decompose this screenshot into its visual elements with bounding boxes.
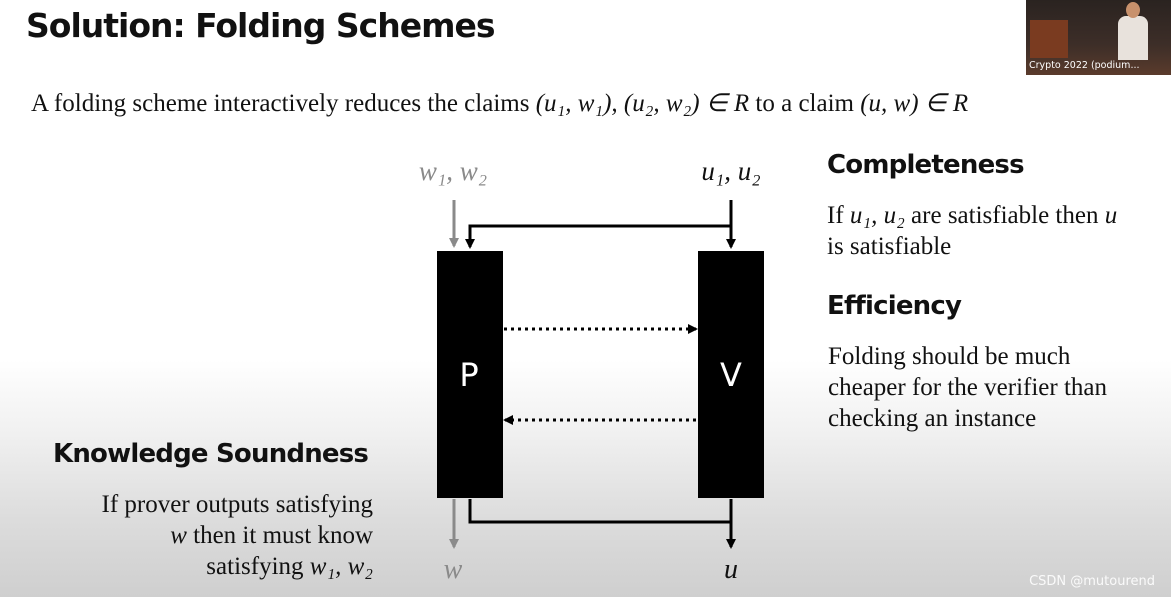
ks-line-2-rest: then it must know	[186, 522, 373, 549]
ks-line-3: satisfying w₁, w₂	[40, 551, 373, 582]
ks-vars: w₁, w₂	[309, 553, 373, 580]
knowledge-soundness-heading: Knowledge Soundness	[53, 439, 369, 469]
speaker-video-thumbnail[interactable]: Crypto 2022 (podium...	[1026, 0, 1171, 75]
efficiency-line-3: checking an instance	[828, 405, 1037, 432]
ks-line-1: If prover outputs satisfying	[101, 491, 373, 518]
prover-label: P	[459, 356, 478, 394]
slide-title: Solution: Folding Schemes	[26, 6, 496, 45]
completeness-vars: u₁, u₂	[849, 202, 905, 229]
slide-subtitle: A folding scheme interactively reduces t…	[31, 88, 968, 118]
instance-inputs-label: u₁, u₂	[701, 156, 760, 186]
completeness-u: u	[1104, 202, 1118, 229]
instance-output-label: u	[724, 554, 738, 585]
instance-input-arrow-p	[465, 224, 731, 249]
completeness-line-1: If u₁, u₂ are satisfiable then u	[827, 200, 1167, 231]
ks-line-2: w then it must know	[40, 520, 373, 551]
prover-box	[437, 251, 503, 498]
verifier-box	[698, 251, 764, 498]
completeness-if: If	[827, 202, 850, 229]
efficiency-text: Folding should be much cheaper for the v…	[828, 341, 1168, 434]
podium-shape	[1030, 20, 1068, 58]
verifier-label: V	[720, 356, 742, 394]
completeness-line-2: is satisfiable	[827, 233, 952, 260]
ks-w: w	[170, 522, 187, 549]
subtitle-middle: to a claim	[749, 90, 861, 117]
efficiency-line-1: Folding should be much	[828, 343, 1071, 370]
completeness-text: If u₁, u₂ are satisfiable then u is sati…	[827, 200, 1167, 262]
speaker-body-shape	[1118, 16, 1148, 60]
video-caption: Crypto 2022 (podium...	[1029, 60, 1140, 71]
subtitle-claims: (u₁, w₁), (u₂, w₂) ∈ R	[535, 90, 750, 117]
csdn-watermark: CSDN @mutourend	[1029, 574, 1155, 589]
subtitle-prefix: A folding scheme interactively reduces t…	[31, 90, 536, 117]
witness-inputs-label: w₁, w₂	[419, 156, 487, 186]
speaker-head-shape	[1126, 2, 1140, 18]
ks-line-3-prefix: satisfying	[206, 553, 310, 580]
completeness-heading: Completeness	[827, 150, 1025, 180]
knowledge-soundness-text: If prover outputs satisfying w then it m…	[40, 489, 373, 582]
subtitle-result: (u, w) ∈ R	[860, 90, 969, 117]
efficiency-heading: Efficiency	[827, 291, 962, 321]
witness-output-label: w	[444, 554, 463, 585]
completeness-mid: are satisfiable then	[904, 202, 1105, 229]
efficiency-line-2: cheaper for the verifier than	[828, 374, 1108, 401]
output-connector	[468, 499, 731, 524]
